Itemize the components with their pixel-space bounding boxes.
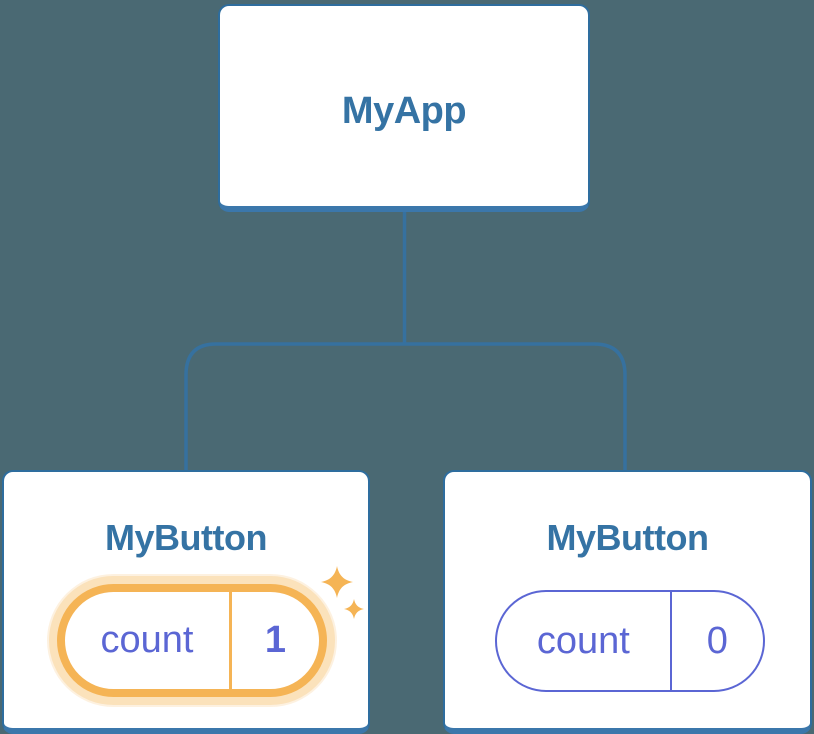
component-node-myapp: MyApp [218,4,590,212]
state-pill-highlighted: count 1 [57,584,327,697]
component-node-mybutton-2: MyButton count 0 [443,470,812,734]
state-value-cell: 0 [672,592,763,690]
state-key-label: count [536,619,630,662]
state-pill: count 0 [495,590,765,692]
state-value-cell: 1 [232,592,319,689]
component-node-mybutton-1: MyButton count 1 [2,470,370,734]
state-key-cell: count [497,592,672,690]
state-key-cell: count [65,592,232,689]
sparkle-icon [344,599,364,619]
state-key-label: count [100,619,194,661]
sparkle-icon [321,566,353,598]
state-value: 1 [264,619,286,661]
state-value: 0 [706,619,728,662]
component-label: MyButton [105,517,267,558]
component-label: MyButton [546,517,709,558]
component-label: MyApp [341,90,467,132]
